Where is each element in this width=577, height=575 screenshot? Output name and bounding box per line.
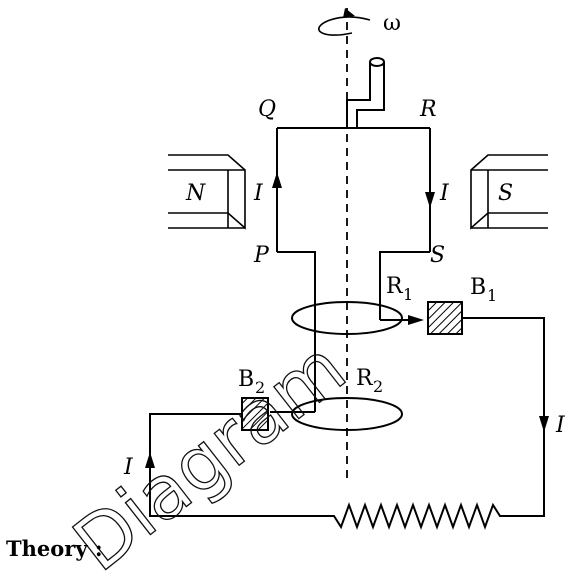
south-label: S [498, 181, 513, 206]
theory-heading: Theory : [6, 536, 103, 561]
current-arrow-right [425, 192, 435, 208]
load-resistor [322, 502, 512, 530]
north-magnet [168, 154, 246, 230]
label-p: P [253, 243, 270, 268]
coil-left-leg [277, 251, 316, 412]
brush-b1-sub: 1 [487, 286, 497, 305]
label-i-right: I [439, 181, 450, 206]
ring-r1-label: R [386, 274, 404, 299]
current-arrow-r1 [408, 315, 424, 325]
brush-b1 [427, 301, 463, 335]
current-arrow-external-left [145, 452, 155, 468]
ring-r1-sub: 1 [403, 285, 413, 304]
south-magnet [470, 154, 548, 230]
brush-b2-sub: 2 [255, 378, 265, 397]
label-r: R [419, 97, 437, 122]
coil-right-leg [379, 251, 430, 320]
label-i-external-left: I [123, 455, 134, 480]
current-arrow-external-right [539, 416, 549, 432]
current-arrow-left [272, 172, 282, 188]
omega-label: ω [383, 11, 401, 36]
crank-handle [346, 57, 385, 128]
slip-ring-r2 [291, 397, 403, 431]
north-label: N [185, 181, 206, 206]
watermark-text: Diagram [58, 325, 361, 575]
ring-r2-sub: 2 [373, 377, 383, 396]
label-i-external-right: I [555, 413, 566, 438]
brush-b2-label: B [238, 367, 254, 392]
slip-ring-r1 [291, 301, 403, 335]
label-s: S [430, 243, 445, 268]
brush-b2 [241, 397, 269, 431]
external-right-wire [462, 317, 545, 517]
ring-r2-label: R [356, 366, 374, 391]
rotation-arrow [318, 8, 371, 36]
label-i-left: I [253, 181, 264, 206]
brush-b1-label: B [470, 275, 486, 300]
label-q: Q [258, 97, 276, 122]
